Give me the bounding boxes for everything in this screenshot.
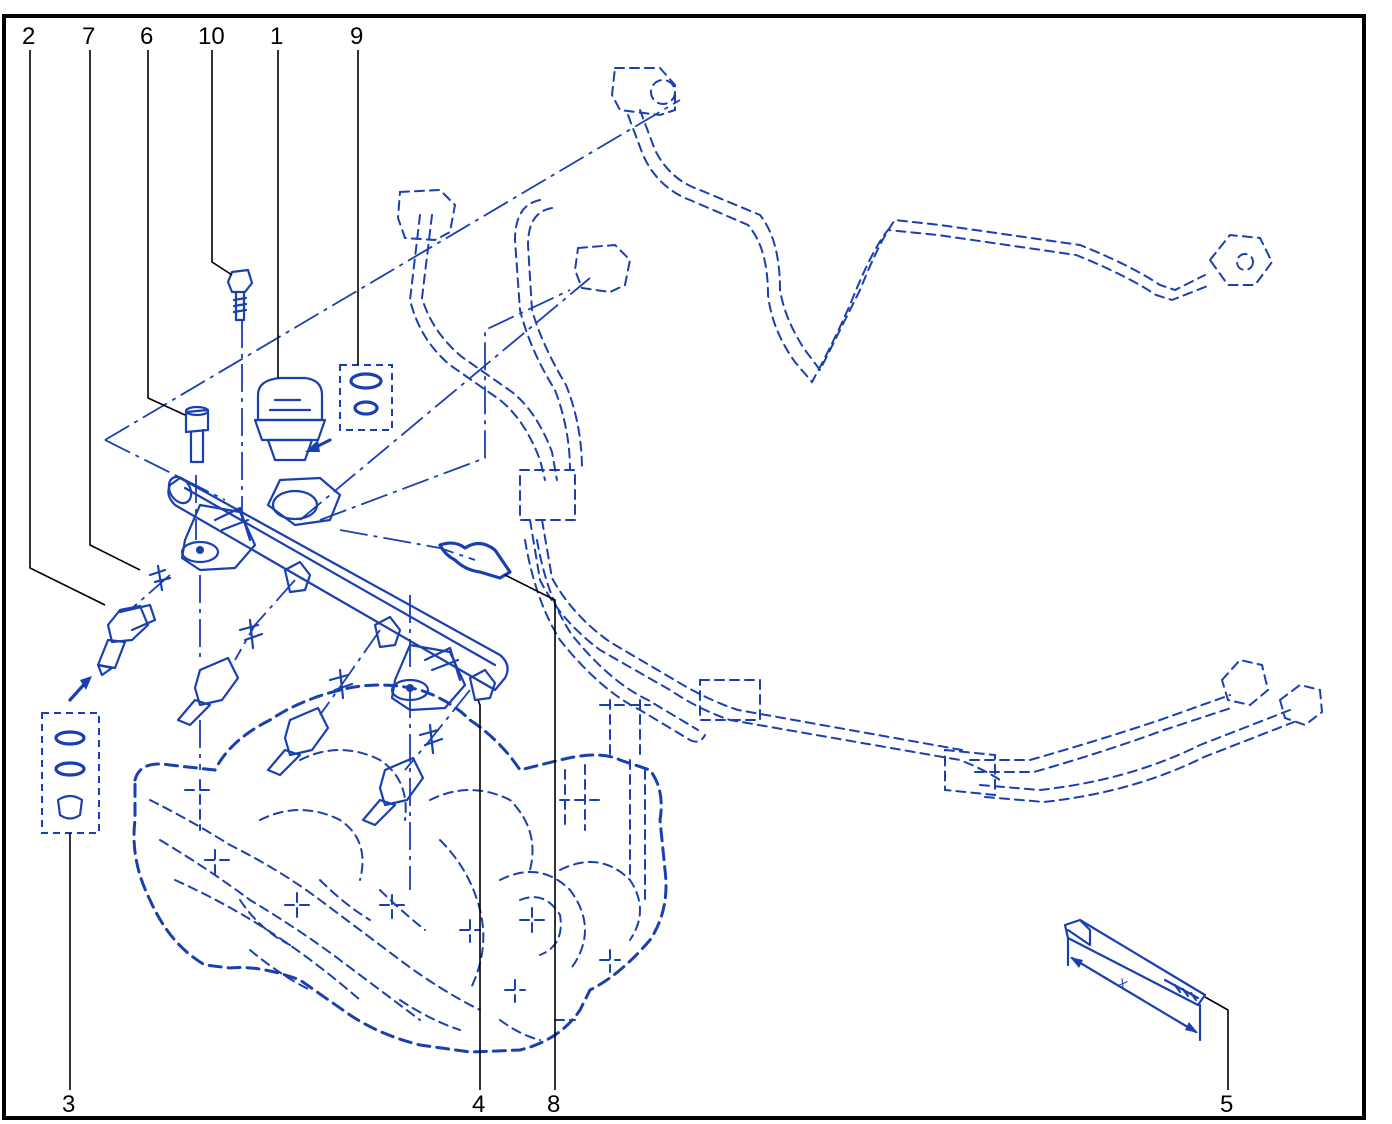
assembly-guide-lines	[104, 99, 681, 890]
callout-5: 5	[1220, 1091, 1233, 1118]
socket-head-screw	[184, 405, 210, 464]
callout-8: 8	[547, 1091, 560, 1118]
seal-kit-3	[41, 712, 100, 834]
diagram-border	[2, 14, 1366, 1120]
callout-2: 2	[22, 23, 35, 50]
fuel-injectors	[96, 564, 444, 827]
seal-kit-9	[339, 364, 393, 431]
callout-10: 10	[198, 23, 225, 50]
quick-connect-fittings	[396, 67, 1324, 727]
callout-7: 7	[82, 23, 95, 50]
fuel-lines	[408, 109, 1295, 804]
callout-labels-top: 2 7 6 10 1 9	[22, 23, 363, 50]
arrowhead-seal-kit-3	[80, 676, 92, 690]
fuel-rail	[167, 475, 509, 712]
callout-1: 1	[270, 23, 283, 50]
retaining-clip	[438, 541, 512, 580]
callout-9: 9	[350, 23, 363, 50]
fuel-rail-bolt	[226, 268, 254, 322]
pressure-regulator	[253, 376, 332, 462]
callout-4: 4	[472, 1091, 485, 1118]
intake-manifold-outline	[132, 683, 668, 1054]
dimension-label: X	[1115, 975, 1130, 992]
leader-lines	[29, 50, 1229, 1090]
callout-3: 3	[62, 1091, 75, 1118]
callout-6: 6	[140, 23, 153, 50]
callout-labels-bottom: 3 4 8 5	[62, 1091, 1233, 1118]
measuring-gauge: X	[1063, 918, 1207, 1042]
